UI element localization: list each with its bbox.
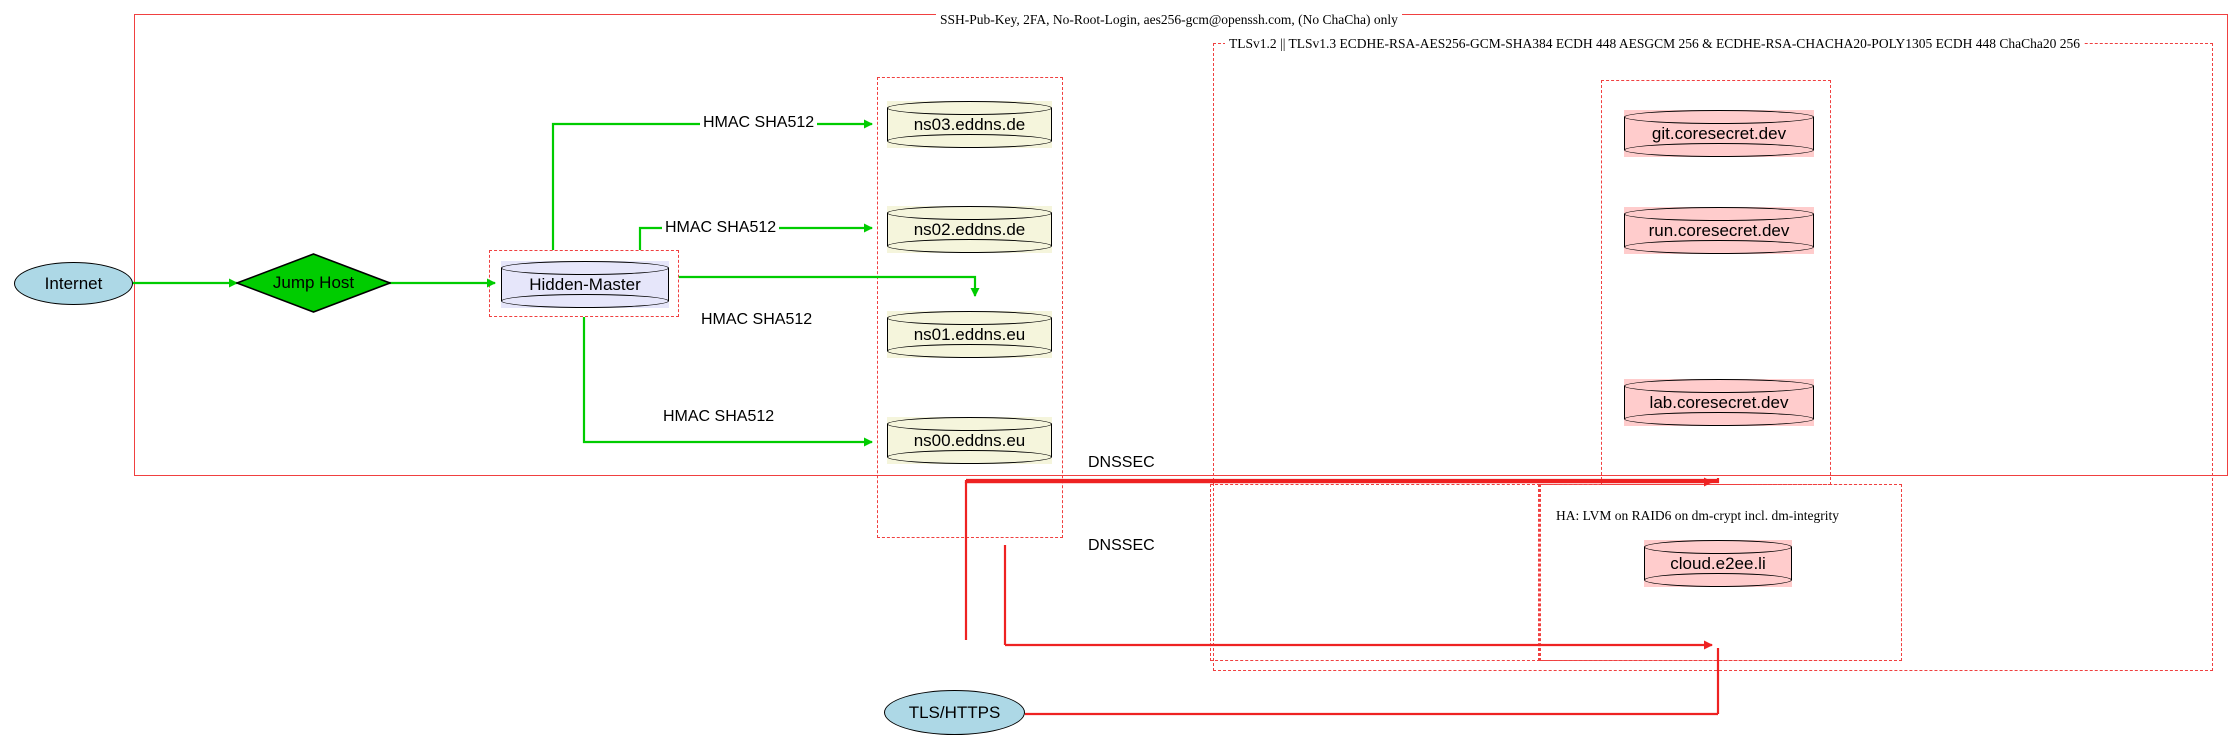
edge-label-dnssec-top: DNSSEC [1085, 454, 1158, 472]
edge-label-hmac-ns03: HMAC SHA512 [700, 114, 818, 132]
node-ns00[interactable]: ns00.eddns.eu [887, 417, 1052, 464]
cylinder-top [887, 311, 1052, 325]
edge-label-hmac-ns00: HMAC SHA512 [660, 408, 778, 426]
cylinder-bottom [887, 344, 1052, 358]
node-ns01-label: ns01.eddns.eu [913, 324, 1026, 344]
cylinder-top [1624, 379, 1814, 393]
node-hidden-master[interactable]: Hidden-Master [501, 261, 669, 308]
container-nameserver-boundary [877, 77, 1063, 538]
node-internet[interactable]: Internet [14, 262, 133, 305]
node-cloud-e2ee[interactable]: cloud.e2ee.li [1644, 540, 1792, 587]
cylinder-bottom [1624, 412, 1814, 426]
cylinder-bottom [887, 239, 1052, 253]
edge-label-dnssec-bottom: DNSSEC [1085, 537, 1158, 555]
cylinder-top [501, 261, 669, 275]
cylinder-bottom [1624, 143, 1814, 157]
cylinder-top [1644, 540, 1792, 554]
node-hidden-master-label: Hidden-Master [529, 274, 641, 294]
node-ns02-label: ns02.eddns.de [913, 219, 1026, 239]
diamond-shape [234, 253, 393, 313]
container-ssh-boundary-label: SSH-Pub-Key, 2FA, No-Root-Login, aes256-… [936, 12, 1402, 27]
container-ha-boundary-label: HA: LVM on RAID6 on dm-crypt incl. dm-in… [1552, 508, 1843, 523]
cylinder-top [1624, 110, 1814, 124]
node-tls-https-label: TLS/HTTPS [908, 702, 1001, 722]
node-ns02[interactable]: ns02.eddns.de [887, 206, 1052, 253]
node-git-coresecret-label: git.coresecret.dev [1651, 123, 1787, 143]
container-tls-boundary-label: TLSv1.2 || TLSv1.3 ECDHE-RSA-AES256-GCM-… [1225, 36, 2084, 51]
cylinder-top [887, 206, 1052, 220]
node-cloud-e2ee-label: cloud.e2ee.li [1670, 553, 1766, 573]
cylinder-bottom [1644, 573, 1792, 587]
node-internet-label: Internet [44, 273, 103, 293]
node-lab-coresecret[interactable]: lab.coresecret.dev [1624, 379, 1814, 426]
node-tls-https[interactable]: TLS/HTTPS [884, 690, 1025, 735]
node-jump-host[interactable]: Jump Host [234, 253, 393, 313]
node-ns01[interactable]: ns01.eddns.eu [887, 311, 1052, 358]
node-ns00-label: ns00.eddns.eu [913, 430, 1026, 450]
cylinder-top [887, 101, 1052, 115]
cylinder-top [1624, 207, 1814, 221]
cylinder-bottom [1624, 240, 1814, 254]
container-dnssec-boundary [1210, 484, 1540, 661]
node-ns03-label: ns03.eddns.de [913, 114, 1026, 134]
container-cloud-boundary [1538, 484, 1902, 661]
cylinder-bottom [501, 294, 669, 308]
node-git-coresecret[interactable]: git.coresecret.dev [1624, 110, 1814, 157]
edge-label-hmac-ns01: HMAC SHA512 [698, 311, 816, 329]
node-run-coresecret-label: run.coresecret.dev [1648, 220, 1790, 240]
node-run-coresecret[interactable]: run.coresecret.dev [1624, 207, 1814, 254]
node-jump-host-label: Jump Host [272, 273, 355, 292]
node-lab-coresecret-label: lab.coresecret.dev [1649, 392, 1789, 412]
edge-label-hmac-ns02: HMAC SHA512 [662, 219, 780, 237]
node-ns03[interactable]: ns03.eddns.de [887, 101, 1052, 148]
cylinder-bottom [887, 134, 1052, 148]
cylinder-bottom [887, 450, 1052, 464]
cylinder-top [887, 417, 1052, 431]
